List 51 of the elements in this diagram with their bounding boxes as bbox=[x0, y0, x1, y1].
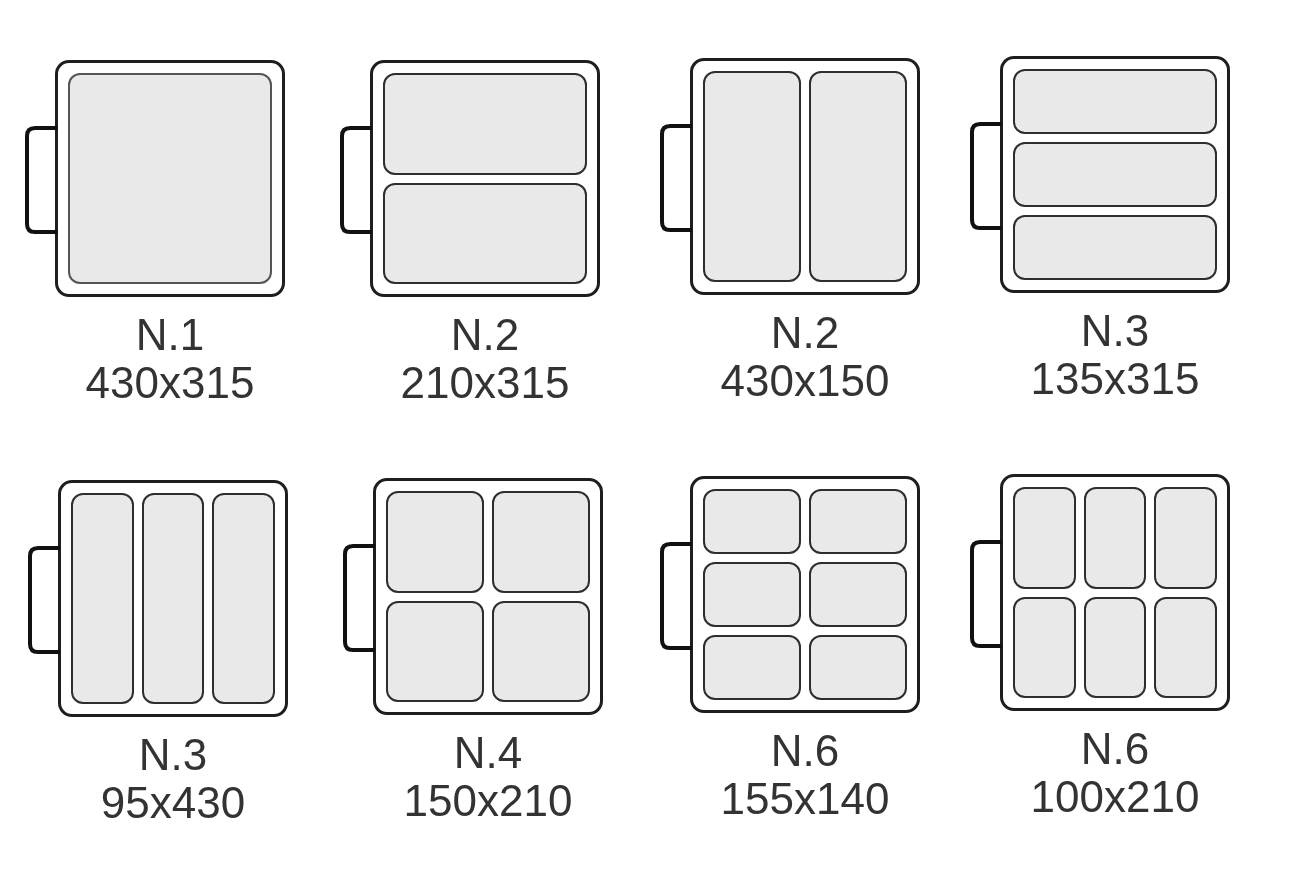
tray-compartment bbox=[1013, 596, 1076, 698]
tray-compartment bbox=[71, 493, 134, 704]
tray-compartment bbox=[492, 491, 590, 593]
tray-compartment bbox=[492, 600, 590, 702]
tray-compartment bbox=[809, 635, 907, 700]
tray-compartment bbox=[809, 489, 907, 554]
tray-compartment bbox=[212, 493, 275, 704]
tray-compartment bbox=[809, 562, 907, 627]
tray-label: N.3 bbox=[1080, 307, 1150, 355]
tray bbox=[690, 476, 920, 713]
tray bbox=[1000, 474, 1230, 711]
tray-compartment bbox=[703, 489, 801, 554]
dimension-label: 155x140 bbox=[720, 775, 890, 823]
tray-compartment bbox=[1083, 487, 1147, 589]
dimension-label: 95x430 bbox=[100, 779, 246, 827]
tray-label: N.6 bbox=[770, 727, 840, 775]
tray bbox=[690, 58, 920, 295]
dimension-label: 135x315 bbox=[1030, 355, 1200, 403]
tray-compartment bbox=[703, 71, 801, 282]
tray-compartment bbox=[1013, 142, 1217, 207]
tray-compartment bbox=[1083, 596, 1147, 698]
dimension-label: 210x315 bbox=[400, 359, 570, 407]
tray-compartment bbox=[1013, 69, 1217, 134]
tray-compartment bbox=[1013, 215, 1217, 280]
tray-compartment bbox=[703, 562, 801, 627]
tray bbox=[1000, 56, 1230, 293]
tray-label: N.3 bbox=[138, 731, 208, 779]
tray-compartment bbox=[1154, 596, 1217, 698]
tray-compartment bbox=[809, 71, 907, 282]
tray bbox=[55, 60, 285, 297]
tray-compartment bbox=[1154, 487, 1217, 589]
tray-compartment bbox=[383, 182, 587, 284]
tray-compartment bbox=[1013, 487, 1076, 589]
tray-compartment bbox=[141, 493, 205, 704]
tray-compartment bbox=[703, 635, 801, 700]
dimension-label: 430x150 bbox=[720, 357, 890, 405]
dimension-label: 430x315 bbox=[85, 359, 255, 407]
tray-label: N.1 bbox=[135, 311, 205, 359]
tray-label: N.4 bbox=[453, 729, 523, 777]
tray-label: N.6 bbox=[1080, 725, 1150, 773]
tray-compartment bbox=[386, 600, 484, 702]
tray bbox=[58, 480, 288, 717]
tray bbox=[373, 478, 603, 715]
tray-compartment bbox=[68, 73, 272, 284]
dimension-label: 150x210 bbox=[403, 777, 573, 825]
tray bbox=[370, 60, 600, 297]
tray-compartment bbox=[383, 73, 587, 175]
dimension-label: 100x210 bbox=[1030, 773, 1200, 821]
tray-compartment bbox=[386, 491, 484, 593]
tray-label: N.2 bbox=[770, 309, 840, 357]
tray-label: N.2 bbox=[450, 311, 520, 359]
